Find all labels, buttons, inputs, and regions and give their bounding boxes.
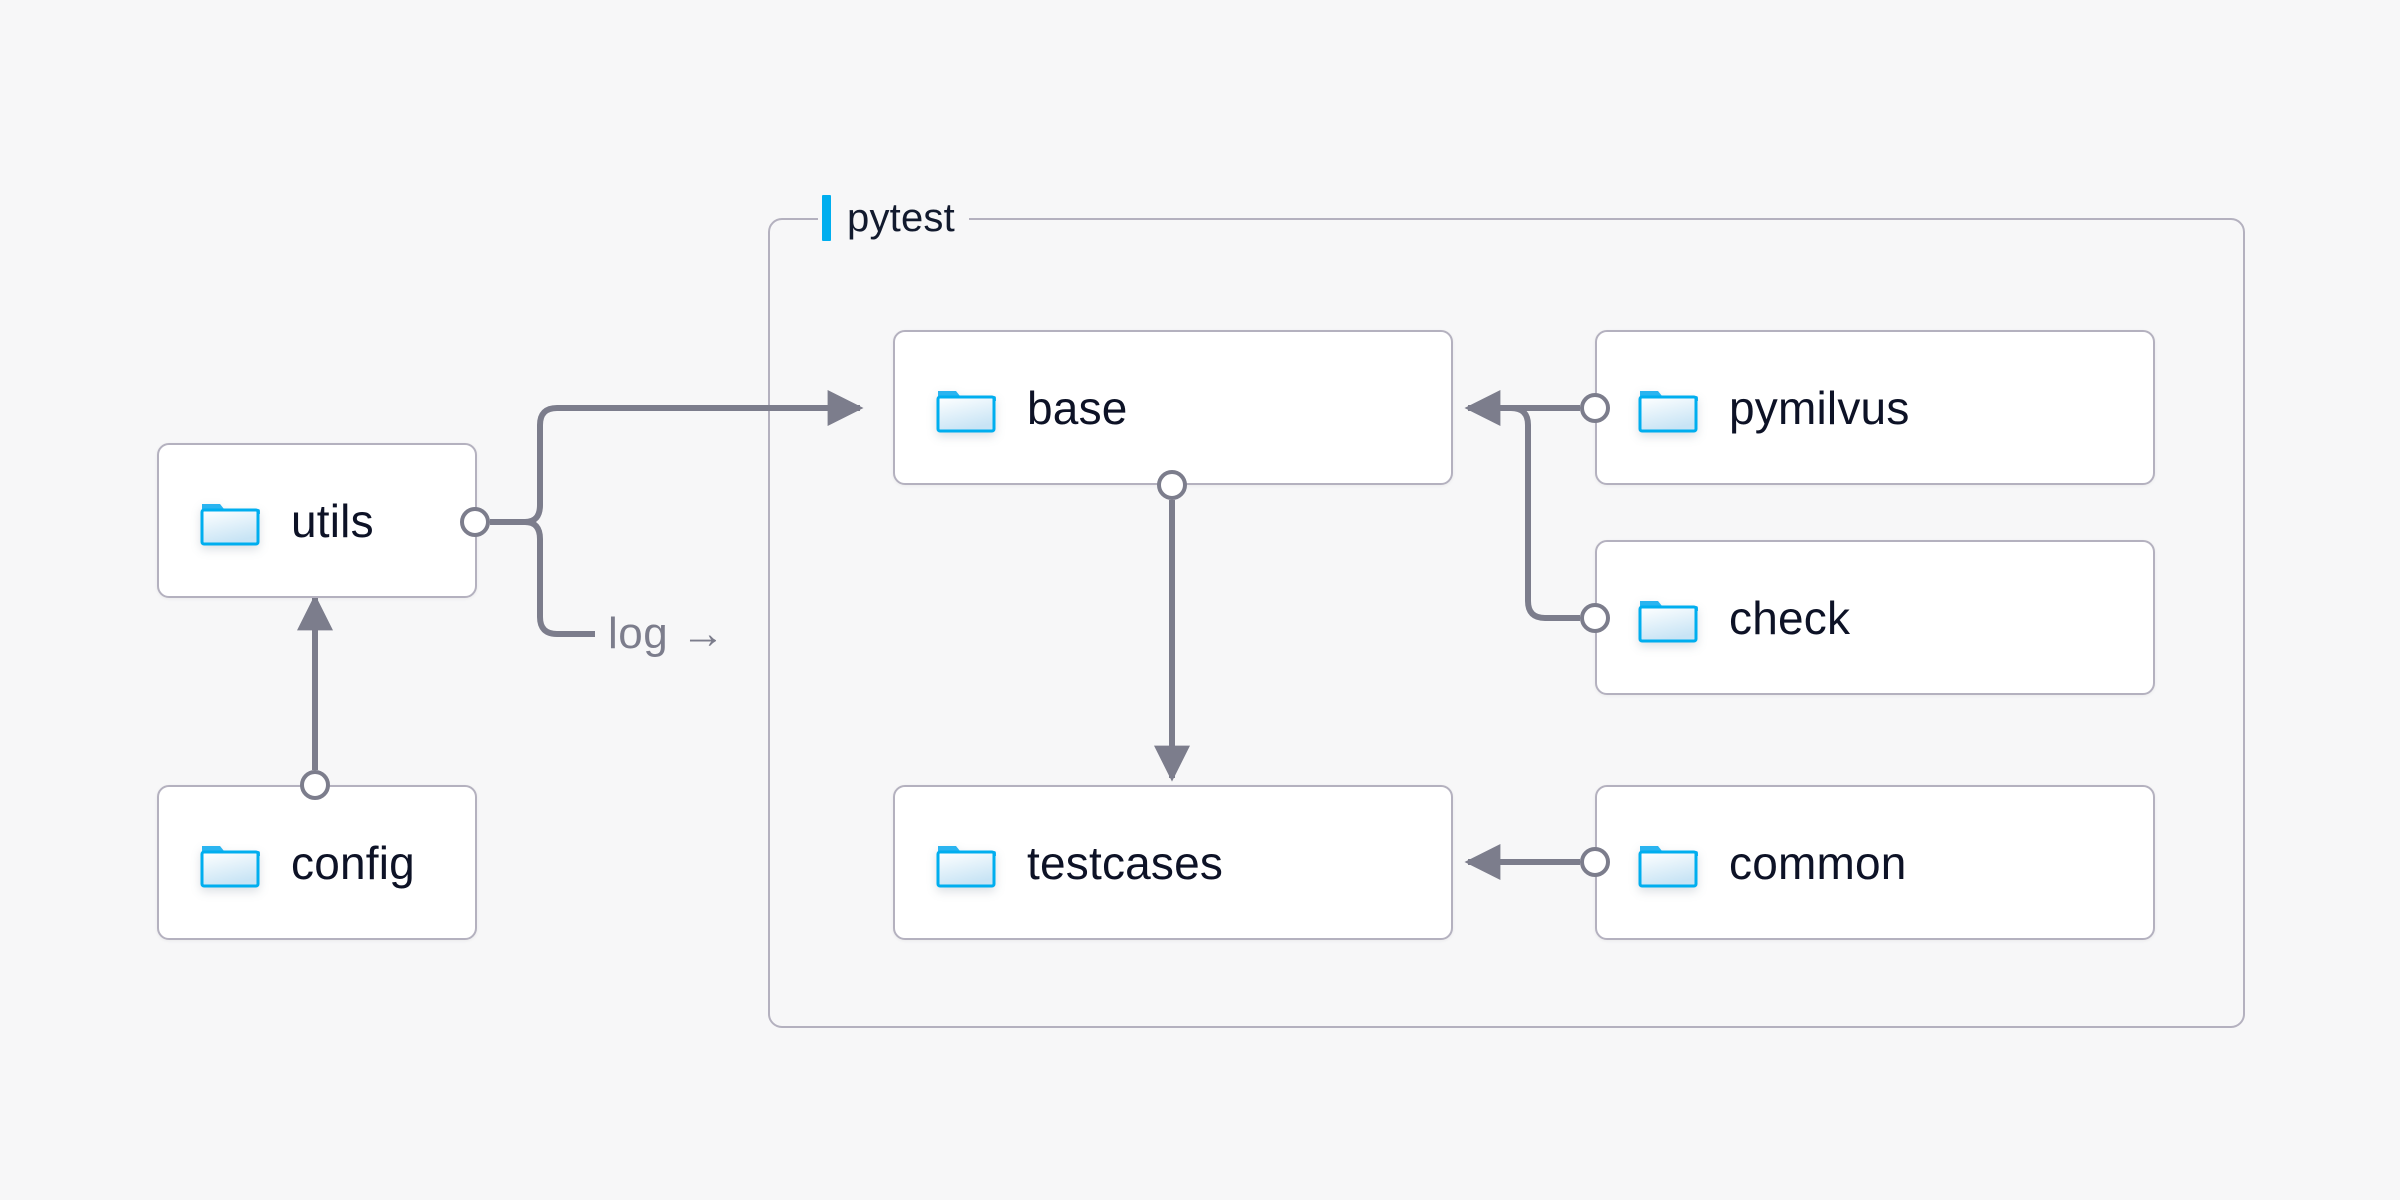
node-testcases[interactable]: testcases [893,785,1453,940]
folder-icon [1637,382,1699,434]
folder-icon [199,495,261,547]
node-label-check: check [1729,591,1851,644]
port-pymilvus-left[interactable] [1580,393,1610,423]
node-base[interactable]: base [893,330,1453,485]
node-check[interactable]: check [1595,540,2155,695]
group-title-label: pytest [847,196,955,240]
folder-icon [1637,592,1699,644]
node-label-config: config [291,836,415,889]
port-utils-right[interactable] [460,507,490,537]
node-pymilvus[interactable]: pymilvus [1595,330,2155,485]
node-label-utils: utils [291,494,374,547]
folder-icon [935,837,997,889]
edge-label-log: log → [608,609,726,658]
node-utils[interactable]: utils [157,443,477,598]
port-check-left[interactable] [1580,603,1610,633]
group-pytest[interactable] [768,218,2245,1028]
port-common-left[interactable] [1580,847,1610,877]
node-config[interactable]: config [157,785,477,940]
accent-bar-icon [822,195,831,241]
port-base-bottom[interactable] [1157,470,1187,500]
folder-icon [199,837,261,889]
folder-icon [1637,837,1699,889]
node-label-common: common [1729,836,1907,889]
node-label-pymilvus: pymilvus [1729,381,1910,434]
group-pytest-title: pytest [818,195,969,241]
node-common[interactable]: common [1595,785,2155,940]
node-label-testcases: testcases [1027,836,1224,889]
folder-icon [935,382,997,434]
node-label-base: base [1027,381,1128,434]
edge-utils-to-log [490,519,595,637]
port-config-top[interactable] [300,770,330,800]
